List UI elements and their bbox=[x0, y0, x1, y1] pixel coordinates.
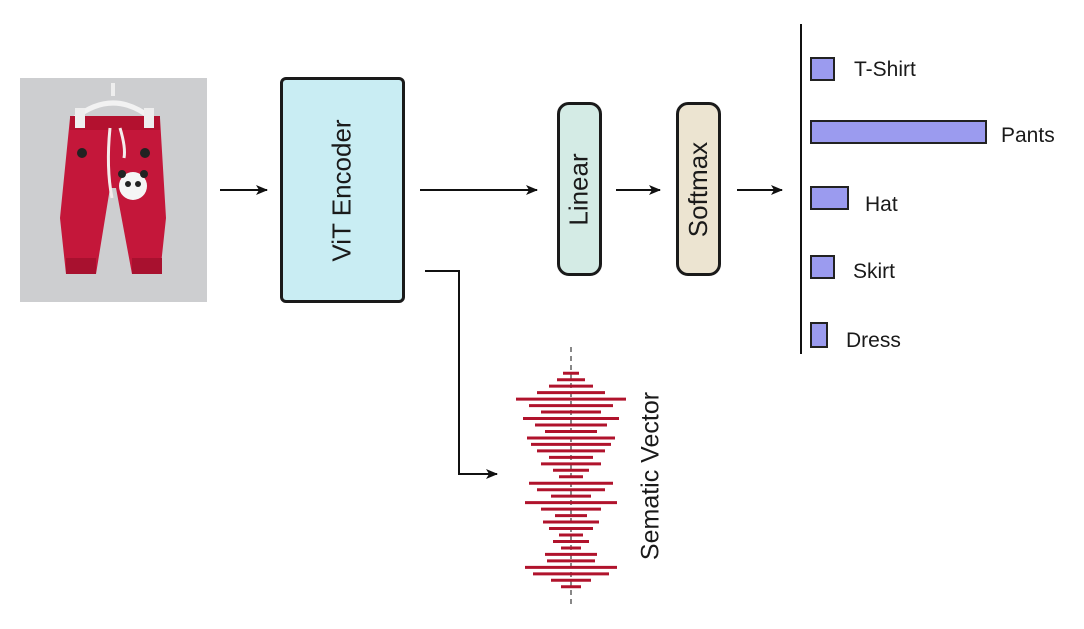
softmax-box: Softmax bbox=[676, 102, 721, 276]
class-label-t-shirt: T-Shirt bbox=[854, 58, 916, 81]
class-bar-skirt bbox=[810, 255, 835, 279]
class-label-dress: Dress bbox=[846, 329, 901, 352]
arrow-encoder-to-semantic bbox=[425, 270, 498, 479]
class-label-skirt: Skirt bbox=[853, 260, 895, 283]
class-label-pants: Pants bbox=[1001, 124, 1055, 147]
semantic-vector-label: Sematic Vector bbox=[636, 391, 665, 561]
class-bar-dress bbox=[810, 322, 828, 348]
class-label-hat: Hat bbox=[865, 193, 898, 216]
vit-encoder-box: ViT Encoder bbox=[280, 77, 405, 303]
red-pants-icon bbox=[20, 78, 207, 302]
linear-box: Linear bbox=[557, 102, 602, 276]
class-bar-t-shirt bbox=[810, 57, 835, 81]
class-bar-pants bbox=[810, 120, 987, 144]
input-image bbox=[20, 78, 207, 302]
class-bar-hat bbox=[810, 186, 849, 210]
